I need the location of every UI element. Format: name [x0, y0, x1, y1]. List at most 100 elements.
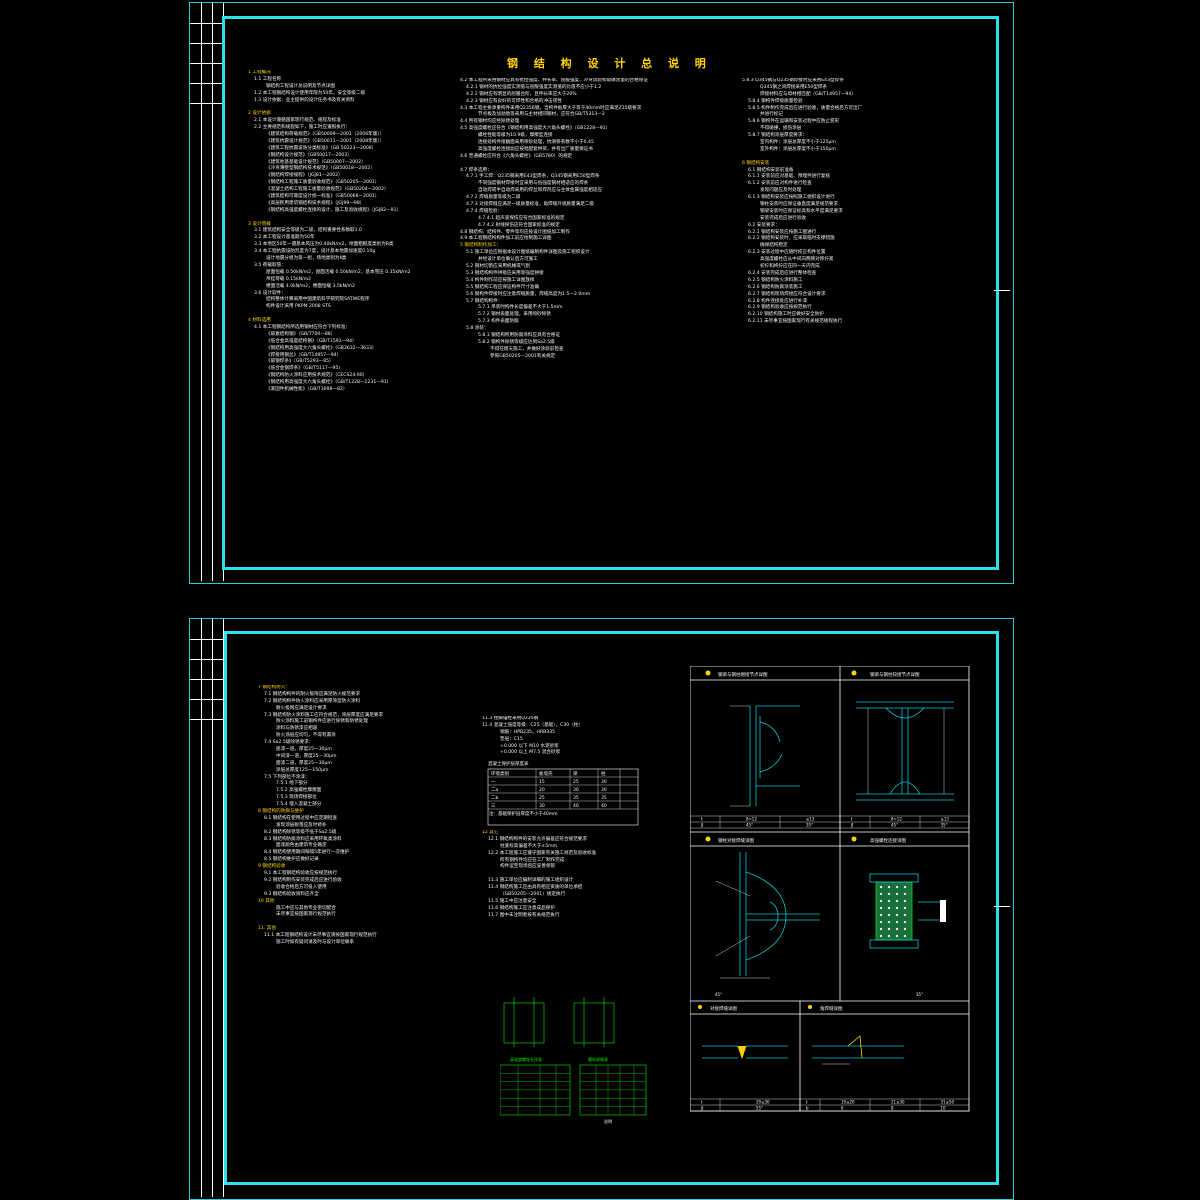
note-line: 发现涂层脱落应及时修补 [276, 822, 327, 828]
note-line: 高强度螺栓应从中间向两侧对称拧紧 [760, 257, 834, 263]
detail-5-drawing [702, 1045, 788, 1060]
note-line: 室内构件：涂层总厚度不小于125μm [760, 140, 836, 146]
note-line: 3.3 本地区50年一遇基本风压为0.40kN/m2，地面粗糙度类别为B类 [254, 242, 394, 248]
note-line: 5.6 钢构件焊接时应注意焊缝质量，焊缝高度为1.5—2.0mm [466, 291, 591, 297]
note-line: 结构整体计算采用中国建筑科学研究院SATWE程序 [266, 297, 370, 303]
note-line: 5.8.6 钢构件在运输和安装过程中应防止变形 [748, 119, 840, 125]
note-line [742, 154, 977, 161]
cover-table-cell: 40 [573, 803, 579, 809]
note-line: 《钢结构工程施工质量验收规范》（GB50205—2001） [266, 180, 380, 186]
note-line: 中间漆一道，厚度25—30μm [276, 753, 337, 759]
detail-table-cell: t [806, 1100, 808, 1105]
cover-table-cell: 二a [491, 787, 498, 793]
note-line: 11.4 混凝土强度等级：C25（基础），C30（柱） [482, 722, 583, 728]
note-line: 12.2 本工程施工应遵守国家有关施工规范及验收标准 [488, 850, 597, 856]
cover-table-cell: 35 [601, 795, 607, 801]
note-line: 吊挂荷载 0.15kN/m2 [266, 276, 312, 282]
note-line: 6.2.3 安装过程中应随时校正构件位置 [748, 250, 826, 256]
note-line: 5.8.1 钢结构所用防腐涂料应具有合格证 [478, 332, 561, 338]
detail-3-drawing [715, 852, 820, 979]
note-line: 4.6 普通螺栓应符合《六角头螺栓》（GB5780）的规定 [460, 153, 573, 159]
note-line: 防火涂料施工前钢构件应进行除锈和防锈处理 [276, 719, 368, 725]
sheet-1-column-2: 4.2 本工程所采用钢材应具有抗拉强度、伸长率、屈服强度、冷弯试验和硫磷含量的合… [460, 78, 735, 558]
note-line: 不得碰撞，损伤涂层 [760, 126, 802, 132]
note-line: 5.7.3 构件表面防腐 [478, 319, 519, 325]
note-line: 6.2.9 钢结构验收应按规范执行 [748, 305, 812, 311]
note-line: 7.4 Sa2.5级除锈要求： [264, 740, 314, 746]
note-line: 《低合金钢焊条》（GB/T5117—95） [266, 366, 343, 372]
note-line: 《钢结构高强度螺栓连接的设计、施工及验收规程》（JGJ82—91） [266, 207, 402, 213]
note-line: 11. 其他 [258, 926, 276, 932]
note-line: 8.2 钢结构除锈等级不低于Sa2.5级 [264, 829, 337, 835]
connection-details: 钢梁与钢柱刚接节点详图 钢梁与钢柱铰接节点详图 钢柱对接焊缝详图 高强螺栓连接详… [690, 666, 970, 1112]
note-line: 4 材料选用 [248, 318, 271, 324]
note-line: 4.3 本工程主要承重构件采用Q235B钢，当构件板厚大于等于40mm时应满足Z… [460, 105, 642, 111]
sheet-2-inner-border [224, 631, 999, 1185]
note-line: 4.5 高强度螺栓应符合《钢结构用高强度大六角头螺栓》（GB1228—91） [460, 126, 611, 132]
note-line: 1.1 工程名称 [254, 76, 282, 82]
note-line: （GB50205—2001）规定执行 [500, 892, 566, 898]
note-line: 7.5.3 现场焊接部位 [276, 795, 317, 801]
note-line: 4.7.1 手工焊：Q235钢采用E43型焊条，Q345钢采用E50型焊条 [466, 174, 600, 180]
sheet-2-center-mark [994, 906, 1010, 907]
detail-3-footer: 45° [715, 992, 722, 997]
note-line: 底漆一道，厚度25—30μm [276, 747, 332, 753]
note-line: 6.1.3 钢结构安装应按照施工组织设计进行 [748, 195, 835, 201]
detail-1-title: 钢梁与钢柱刚接节点详图 [718, 671, 768, 678]
note-line [248, 215, 453, 222]
note-line: 5.8 涂装： [466, 326, 489, 332]
note-line: 5.1 施工单位应根据本设计图纸编制构件详图及施工组织设计 [466, 250, 590, 256]
note-line: 3.4 本工程抗震设防烈度为7度，设计基本地震加速度0.10g [254, 249, 376, 255]
note-line: +0.000 以上 M7.5 混合砂浆 [500, 750, 561, 756]
note-line: 耐火极限应满足设计要求 [276, 705, 327, 711]
note-line: 4.7.4.2 射线探伤应符合国家标准的规定 [478, 222, 560, 228]
cover-table-cell: 35 [573, 795, 579, 801]
cover-table-cell: 梁 [573, 770, 578, 777]
note-line: 6.2.1 钢结构安装应按施工图进行 [748, 229, 817, 235]
note-line: 11.3 施工单位应编制详细的施工组织设计 [488, 878, 574, 884]
note-line: 涂层总厚度125—150μm [276, 767, 329, 773]
detail-table-cell: β [851, 823, 854, 828]
note-line: 4.9 本工程钢结构构件加工前应绘制施工详图 [460, 236, 552, 242]
detail-4-drawing [869, 873, 946, 949]
cover-table-note: 注：基础保护层厚度不小于40mm [489, 810, 558, 817]
note-line: 不得在雨天施工，并做好涂装前检查 [490, 346, 564, 352]
note-line: 2.1 本设计遵循国家现行规范、规程及标准 [254, 118, 341, 124]
note-line: 屋面恒载 0.50kN/m2，屋面活载 0.50kN/m2，基本雪压 0.35k… [266, 269, 411, 275]
cover-table-cell: 一 [491, 780, 496, 785]
sheet-1-title: 钢 结 构 设 计 总 说 明 [507, 57, 712, 70]
note-line: 5 钢结构制作加工： [460, 243, 502, 249]
note-line: 3.5 荷载取值： [254, 262, 286, 268]
note-line: 7.5.2 高强螺栓摩擦面 [276, 788, 322, 794]
note-line: 参照GB50205—2001有关规定 [490, 353, 556, 359]
note-line: 《钢结构用高强度大六角头螺栓》（GB/T1228—1231—91） [266, 380, 392, 386]
note-line: 9.3 钢结构验收资料应齐全 [264, 891, 319, 897]
note-line: 7.5.4 埋入混凝土部分 [276, 802, 322, 808]
note-line: 4.4 所有钢材均应经除锈处理 [460, 119, 520, 125]
note-line: 4.8 钢结构、结构件、零件等均应按设计图纸加工制作 [460, 229, 570, 235]
note-line: 7.5.1 地下部分 [276, 781, 308, 787]
note-line: 5.4 构件制作前应按施工详图放样 [466, 277, 535, 283]
cover-table-cell: 环境类别 [491, 770, 509, 777]
note-line: 《紧固件机械性能》（GB/T3098—82） [266, 386, 348, 392]
detail-2-title: 钢梁与钢柱铰接节点详图 [870, 671, 920, 678]
note-line: 8 钢结构的防腐与维护 [258, 809, 304, 815]
note-line: 4.2.3 钢材应有良好的可焊性和合格的冲击韧性 [466, 98, 562, 104]
cover-table-cell: 三 [491, 803, 496, 809]
detail-table-cell: 55° [756, 1106, 763, 1111]
note-line: 《高层民用建筑钢结构技术规程》（JGJ99—98） [266, 200, 365, 206]
note-line: 11.4 钢结构施工应由具有相应资质的单位承担 [488, 885, 583, 891]
note-line: 10 其他 [258, 898, 275, 904]
note-line: 3.6 设计软件： [254, 290, 286, 296]
small-table-note: 说明 [604, 1118, 612, 1124]
note-line: 6.2.6 钢结构防腐涂装施工 [748, 284, 803, 290]
cover-table-cell: 30 [601, 787, 607, 793]
note-line: 面漆二道，厚度25—30μm [276, 760, 332, 766]
note-line [460, 161, 735, 168]
note-line: 《钢结构防火涂料应用技术规范》（CECS24:90） [266, 373, 368, 379]
note-line: 5.2 钢材切割应采用机械或气割 [466, 264, 530, 270]
